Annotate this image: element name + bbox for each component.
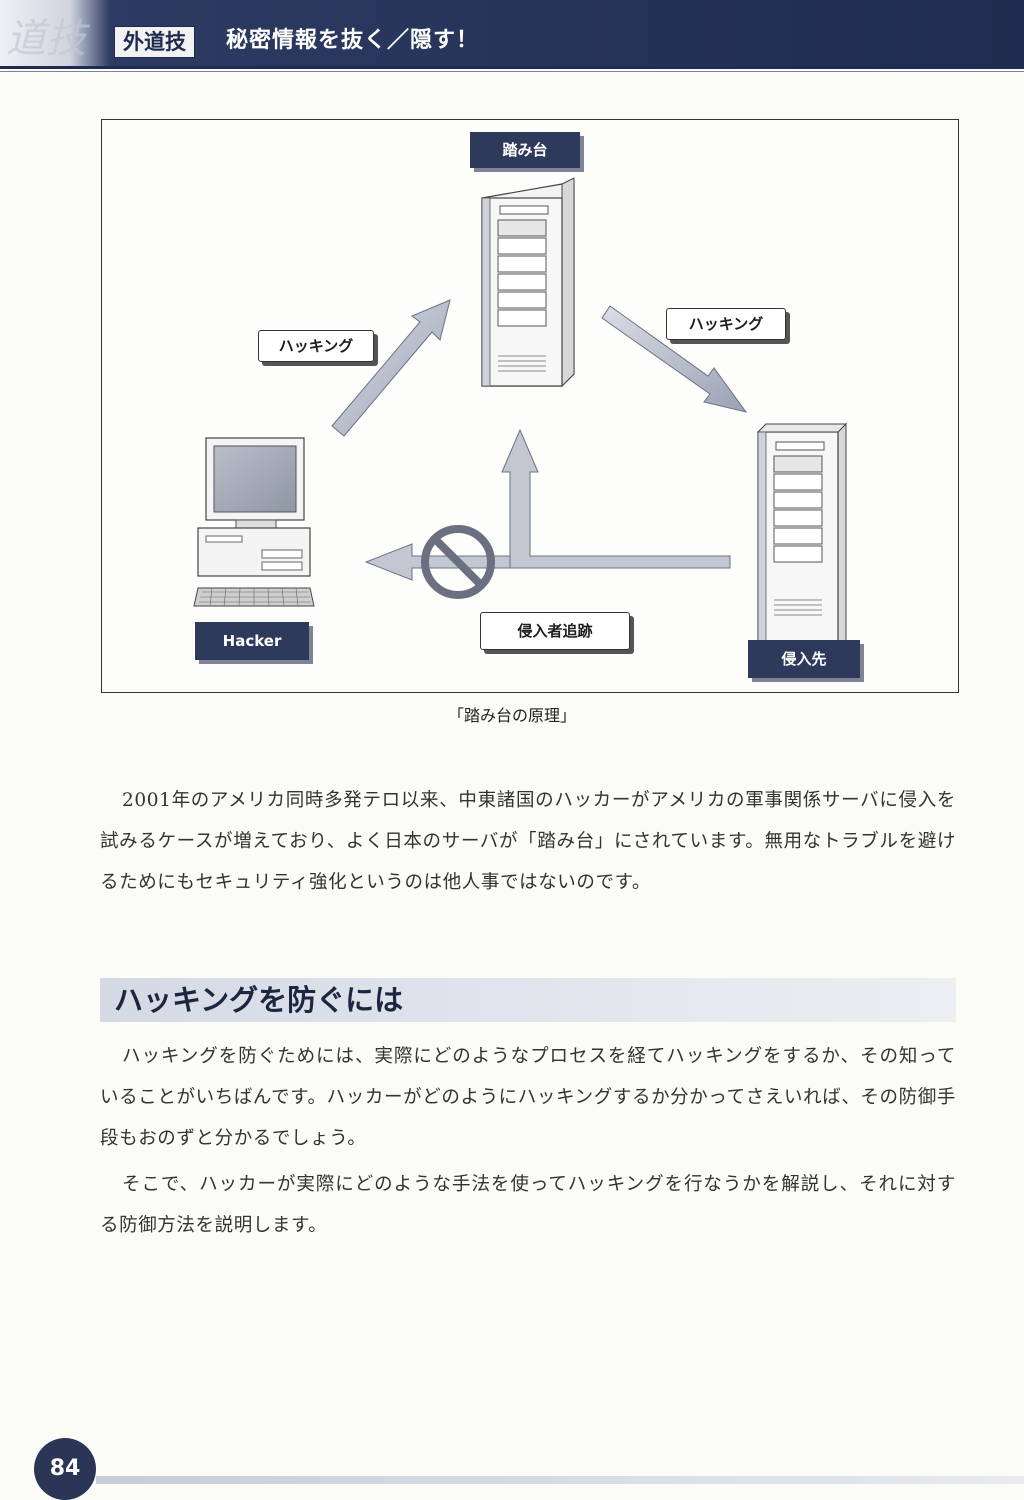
target-server-icon	[756, 422, 848, 650]
stepping-stone-label: 踏み台	[470, 132, 580, 168]
hacking-label-left: ハッキング	[258, 330, 374, 362]
header-rule	[0, 66, 1024, 69]
header-rule-thin	[0, 71, 1024, 72]
intruder-trace-label: 侵入者追跡	[480, 612, 630, 650]
figure-caption: 「踏み台の原理」	[447, 706, 576, 725]
header-watermark-glyph: 道技	[6, 16, 86, 62]
hacker-label: Hacker	[195, 622, 309, 660]
chapter-tag: 外道技	[114, 26, 195, 58]
header-title: 秘密情報を抜く／隠す！	[226, 28, 480, 53]
hacking-arrow-left	[331, 299, 451, 437]
hacking-label-right: ハッキング	[666, 308, 786, 340]
footer-bar	[96, 1476, 1024, 1484]
prohibited-icon	[421, 525, 495, 599]
stepping-stone-server-icon	[481, 177, 575, 388]
hacker-computer-icon	[193, 437, 315, 607]
target-label: 侵入先	[748, 640, 860, 678]
trace-arrows	[364, 428, 731, 581]
paragraph-explanation: そこで、ハッカーが実際にどのような手法を使ってハッキングを行なうかを解説し、それ…	[100, 1174, 956, 1236]
page-number: 84	[34, 1438, 96, 1500]
page-header: 道技 外道技 秘密情報を抜く／隠す！	[0, 0, 1024, 66]
section-heading: ハッキングを防ぐには	[100, 978, 956, 1022]
paragraph-intro: 2001年のアメリカ同時多発テロ以来、中東諸国のハッカーがアメリカの軍事関係サー…	[100, 790, 956, 893]
stepping-stone-diagram: 踏み台 ハッキング ハッキング Hacker 侵入者追跡 侵入先	[101, 119, 959, 693]
hacking-arrow-right	[601, 305, 748, 413]
diagram-graphics	[193, 177, 848, 650]
paragraph-prevention: ハッキングを防ぐためには、実際にどのようなプロセスを経てハッキングをするか、その…	[100, 1046, 956, 1149]
